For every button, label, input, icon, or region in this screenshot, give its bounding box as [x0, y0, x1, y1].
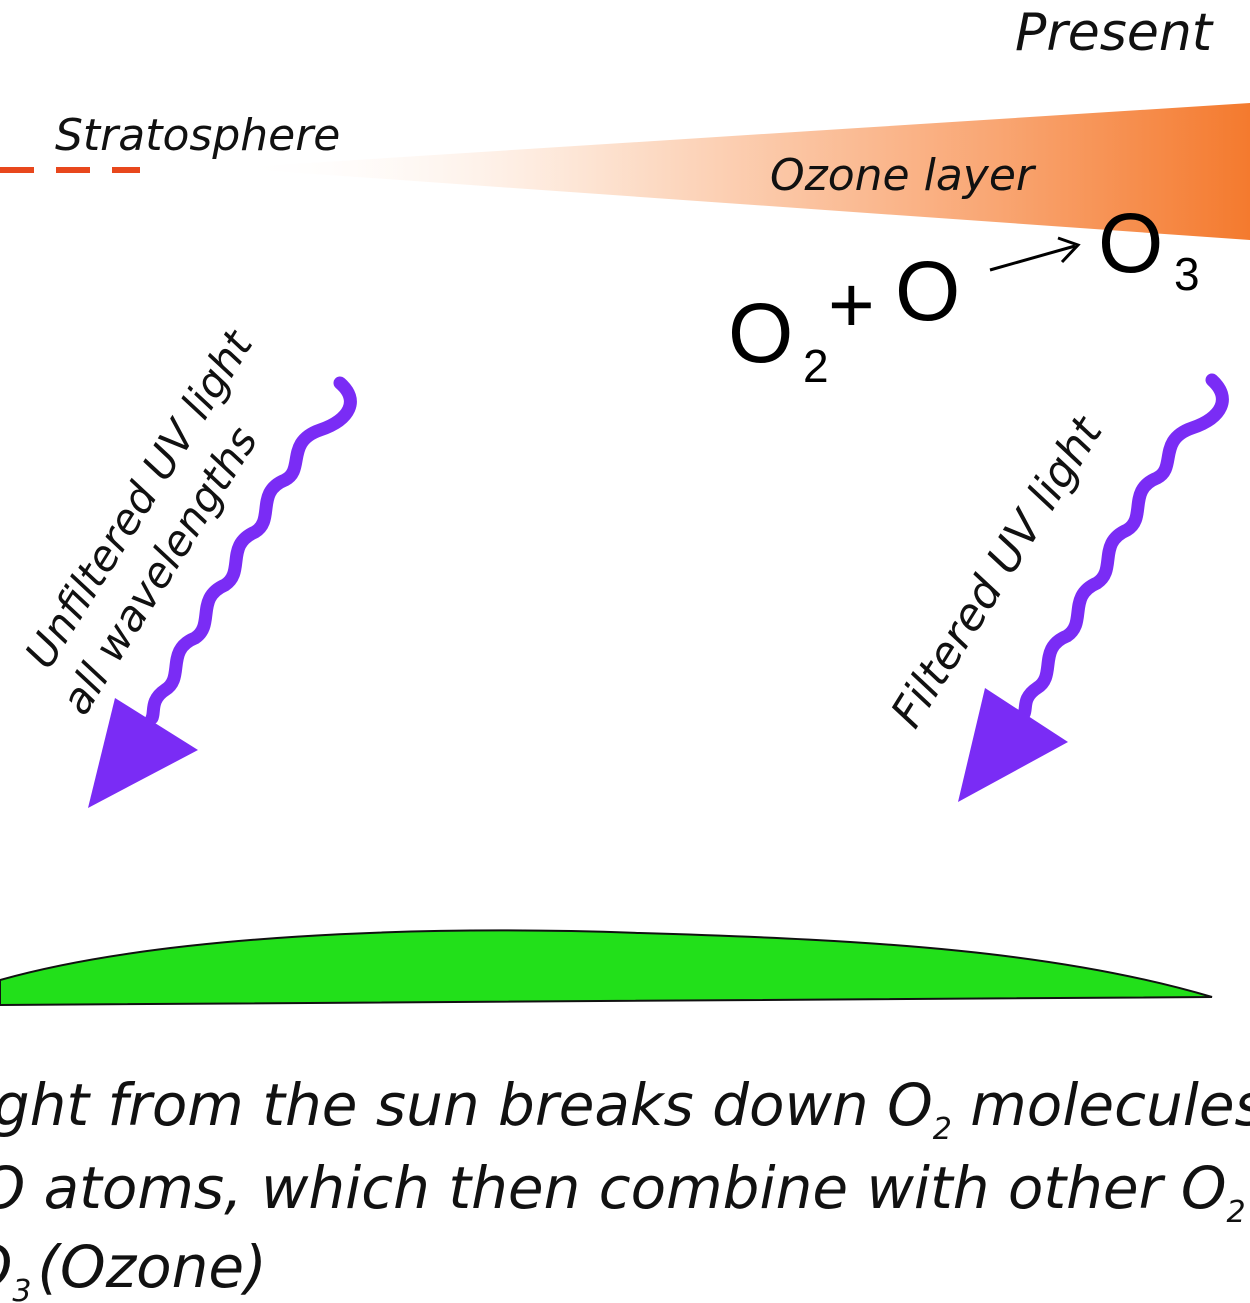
ozone-formation-reaction: O 2 + O O 3	[728, 196, 1200, 392]
earth-surface	[0, 929, 1213, 1007]
caption: UV light from the sun breaks down O2 mol…	[0, 1071, 1250, 1303]
filtered-uv-wave-arrow	[958, 373, 1229, 802]
o-atom-symbol: O	[895, 244, 960, 338]
o2-symbol: O	[728, 286, 793, 380]
ozone-layer-label: Ozone layer	[770, 150, 1037, 201]
o3-subscript: 3	[1174, 248, 1200, 300]
present-label: Present	[1015, 3, 1214, 63]
ozone-layer-wedge	[230, 103, 1250, 240]
stratosphere-label: Stratosphere	[55, 110, 340, 161]
o2-subscript: 2	[803, 340, 829, 392]
plus-sign: +	[828, 260, 875, 349]
reaction-arrow	[989, 236, 1081, 272]
filtered-uv-label: Filtered UV light	[881, 407, 1113, 737]
caption-line2: into O atoms, which then combine with ot…	[0, 1154, 1246, 1230]
caption-line3: to O3(Ozone)	[0, 1233, 267, 1303]
filtered-uv-text: Filtered UV light	[881, 407, 1113, 737]
o3-symbol: O	[1098, 196, 1163, 290]
unfiltered-uv-wave-arrow	[88, 376, 357, 808]
caption-line1: UV light from the sun breaks down O2 mol…	[0, 1071, 1250, 1147]
